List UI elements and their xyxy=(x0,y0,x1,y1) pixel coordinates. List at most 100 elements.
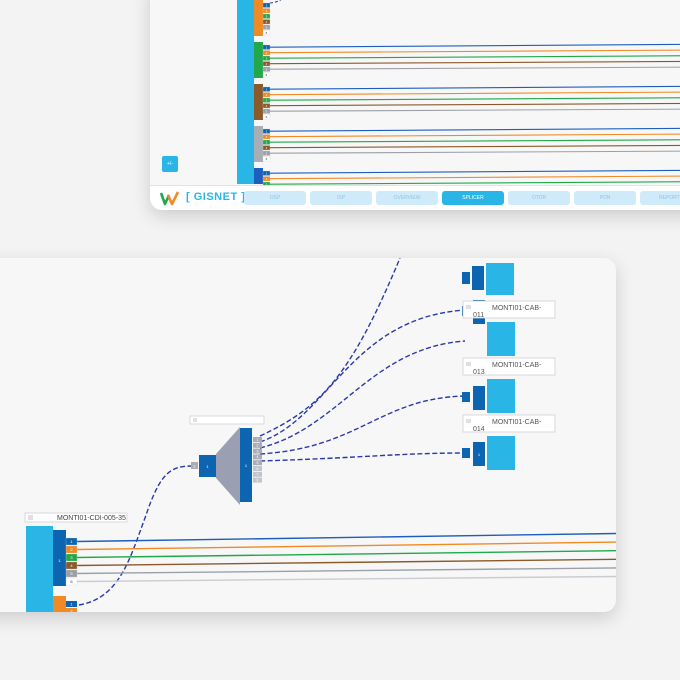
cab-label-box[interactable]: MONTI01-CAB- 013 xyxy=(462,357,556,376)
fiber-port[interactable] xyxy=(262,128,271,134)
tube-blue[interactable] xyxy=(53,530,66,586)
fiber-line[interactable] xyxy=(269,169,680,174)
splitter-port-number: 4 xyxy=(257,455,259,459)
fiber-port[interactable] xyxy=(262,44,271,50)
cable-label-box[interactable]: MONTI01-CDI-005-35 xyxy=(24,512,128,523)
splitter-in-port-number: 1 xyxy=(206,464,209,469)
fiber-port[interactable] xyxy=(262,30,271,36)
fiber-line[interactable] xyxy=(76,575,616,583)
fiber-port[interactable] xyxy=(65,569,78,578)
fiber-port[interactable] xyxy=(65,577,78,586)
tube-green[interactable] xyxy=(254,42,263,78)
tube-orange[interactable] xyxy=(53,596,66,612)
tab-overview[interactable]: OVERVIEW xyxy=(376,191,438,205)
fiber-port[interactable] xyxy=(262,8,271,14)
fiber-port[interactable] xyxy=(262,156,271,162)
fiber-line[interactable] xyxy=(269,175,680,180)
fiber-port[interactable] xyxy=(65,545,78,554)
fiber-port[interactable] xyxy=(262,24,271,30)
fiber-port[interactable] xyxy=(262,114,271,120)
fiber-port[interactable] xyxy=(262,50,271,56)
tab-pon[interactable]: PON xyxy=(574,191,636,205)
splitter-out-port[interactable] xyxy=(253,477,262,483)
fiber-port[interactable] xyxy=(66,601,77,607)
fiber-port[interactable] xyxy=(262,176,271,182)
splitter-label-box[interactable] xyxy=(189,415,265,425)
fiber-port[interactable] xyxy=(262,19,271,25)
tube-orange[interactable] xyxy=(254,0,263,36)
fiber-port-number: 3 xyxy=(266,182,268,186)
cab-label-box[interactable]: MONTI01-CAB- 014 xyxy=(462,414,556,433)
tube-blue[interactable] xyxy=(254,168,263,184)
fiber-line[interactable] xyxy=(76,558,616,567)
fiber-line[interactable] xyxy=(76,567,616,575)
cab-label-text: MONTI01-CAB- xyxy=(492,305,542,312)
splice-canvas-bottom: 1 1 MONTI01-CAB- 011 MONTI01-CAB- 013 xyxy=(24,258,616,612)
fiber-port[interactable] xyxy=(262,86,271,92)
cable-body[interactable] xyxy=(26,526,53,612)
fiber-port[interactable] xyxy=(262,61,271,67)
fiber-line[interactable] xyxy=(269,181,680,185)
fiber-port[interactable] xyxy=(262,139,271,145)
tab-osp[interactable]: OSP xyxy=(244,191,306,205)
splitter-out-port[interactable] xyxy=(253,437,262,442)
cab-module[interactable] xyxy=(462,263,514,295)
cab-label-box[interactable]: MONTI01-CAB- 011 xyxy=(462,300,556,319)
fiber-port[interactable] xyxy=(262,92,271,98)
fiber-line[interactable] xyxy=(76,550,616,559)
fiber-line[interactable] xyxy=(269,43,680,48)
splitter-out-port[interactable] xyxy=(253,466,262,471)
tab-reports[interactable]: REPORTS xyxy=(640,191,680,205)
fiber-port[interactable] xyxy=(262,145,271,151)
tab-otdr[interactable]: OTDR xyxy=(508,191,570,205)
splitter-port-number: 6 xyxy=(257,467,259,471)
fiber-line[interactable] xyxy=(269,66,680,70)
fiber-port[interactable] xyxy=(262,103,271,109)
splitter-out-port[interactable] xyxy=(253,454,262,460)
fiber-port[interactable] xyxy=(65,537,78,546)
fiber-port[interactable] xyxy=(262,72,271,78)
zoom-button[interactable]: +/- xyxy=(162,156,178,172)
splitter-out-port[interactable] xyxy=(253,448,262,454)
fiber-line[interactable] xyxy=(269,97,680,101)
cab-module[interactable] xyxy=(462,379,515,413)
fiber-line[interactable] xyxy=(269,102,680,107)
fiber-port[interactable] xyxy=(262,13,271,19)
fiber-port[interactable] xyxy=(65,561,78,570)
fiber-line[interactable] xyxy=(269,85,680,90)
fiber-port[interactable] xyxy=(262,108,271,114)
fiber-port-number: 1 xyxy=(70,539,73,544)
fiber-port[interactable] xyxy=(262,150,271,156)
tube-grey[interactable] xyxy=(254,126,263,162)
tube-brown[interactable] xyxy=(254,84,263,120)
fiber-port[interactable] xyxy=(66,608,77,612)
cab-module[interactable]: 1 xyxy=(462,436,515,470)
tab-splicer[interactable]: SPLICER xyxy=(442,191,504,205)
splitter-out-port[interactable] xyxy=(253,471,262,477)
fiber-port[interactable] xyxy=(262,2,271,8)
fiber-port[interactable] xyxy=(65,553,78,562)
fiber-line[interactable] xyxy=(269,108,680,112)
fiber-port[interactable] xyxy=(262,66,271,72)
fiber-line[interactable] xyxy=(76,541,616,551)
fiber-line[interactable] xyxy=(269,139,680,143)
fiber-port[interactable] xyxy=(262,170,271,176)
tab-isp[interactable]: ISP xyxy=(310,191,372,205)
fiber-port[interactable] xyxy=(262,134,271,140)
fiber-line[interactable] xyxy=(76,532,616,543)
cable-body[interactable] xyxy=(237,0,254,184)
splitter-out-port[interactable] xyxy=(253,460,262,466)
fiber-line[interactable] xyxy=(269,60,680,65)
fiber-line[interactable] xyxy=(269,133,680,138)
fiber-line[interactable] xyxy=(269,91,680,96)
fiber-line[interactable] xyxy=(269,49,680,54)
fiber-line[interactable] xyxy=(269,127,680,132)
fiber-line[interactable] xyxy=(269,150,680,154)
fiber-line[interactable] xyxy=(269,144,680,149)
fiber-line[interactable] xyxy=(269,55,680,59)
fiber-port[interactable] xyxy=(262,97,271,103)
splitter-out-port[interactable] xyxy=(253,442,262,448)
fiber-port-number: 3 xyxy=(266,140,268,144)
fiber-port[interactable] xyxy=(262,55,271,61)
